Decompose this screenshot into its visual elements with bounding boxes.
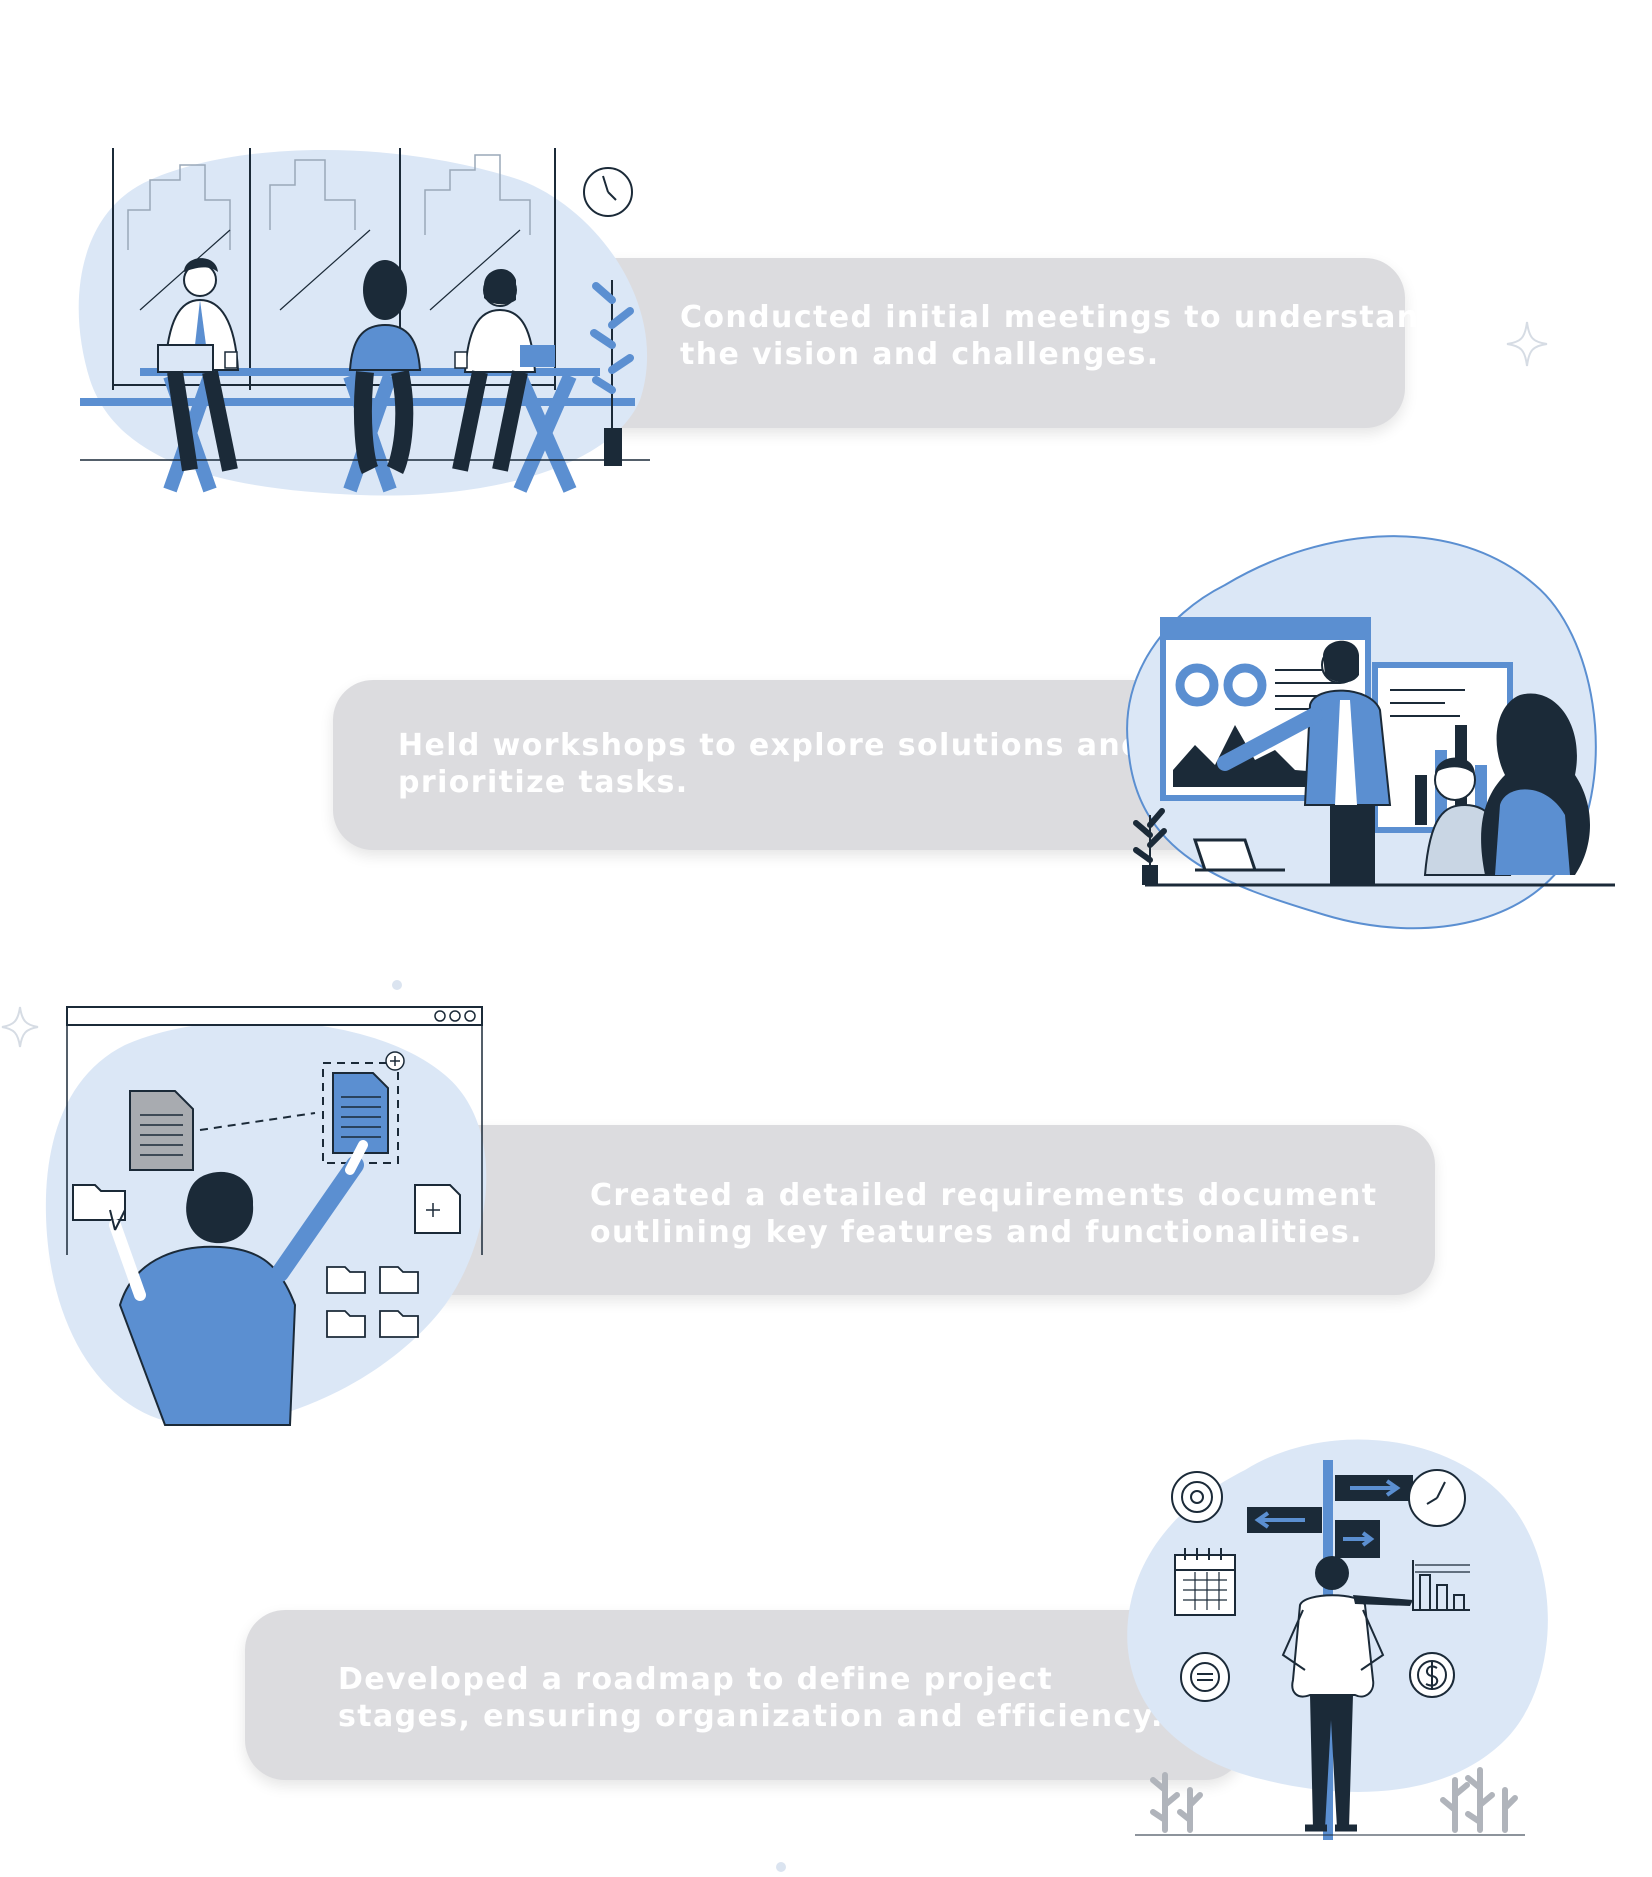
workshop-presentation-illustration [1126, 535, 1615, 930]
step-card-4 [245, 1610, 1245, 1780]
decorative-dot [392, 980, 402, 990]
step-1-line-2: the vision and challenges. [680, 337, 1160, 372]
step-card-2 [333, 680, 1243, 850]
requirements-document-illustration [45, 1006, 487, 1427]
team-meeting-illustration [78, 148, 650, 496]
sparkle-icon [1, 1006, 39, 1048]
step-1-text: Conducted initial meetings to understand… [680, 299, 1442, 373]
step-2-line-1: Held workshops to explore solutions and [398, 728, 1145, 763]
step-3-line-1: Created a detailed requirements document [590, 1178, 1378, 1213]
decorative-dot [776, 1862, 786, 1872]
roadmap-signpost-illustration [1127, 1439, 1548, 1840]
step-4-line-1: Developed a roadmap to define project [338, 1662, 1054, 1697]
step-2-line-2: prioritize tasks. [398, 765, 689, 800]
step-4-line-2: stages, ensuring organization and effici… [338, 1699, 1164, 1734]
step-1-line-1: Conducted initial meetings to understand [680, 300, 1443, 335]
step-3-line-2: outlining key features and functionaliti… [590, 1215, 1363, 1250]
step-4-text: Developed a roadmap to define project st… [338, 1661, 1164, 1735]
step-card-1 [555, 258, 1405, 428]
step-3-text: Created a detailed requirements document… [590, 1177, 1377, 1251]
step-2-text: Held workshops to explore solutions and … [398, 727, 1144, 801]
sparkle-icon [1506, 321, 1548, 367]
